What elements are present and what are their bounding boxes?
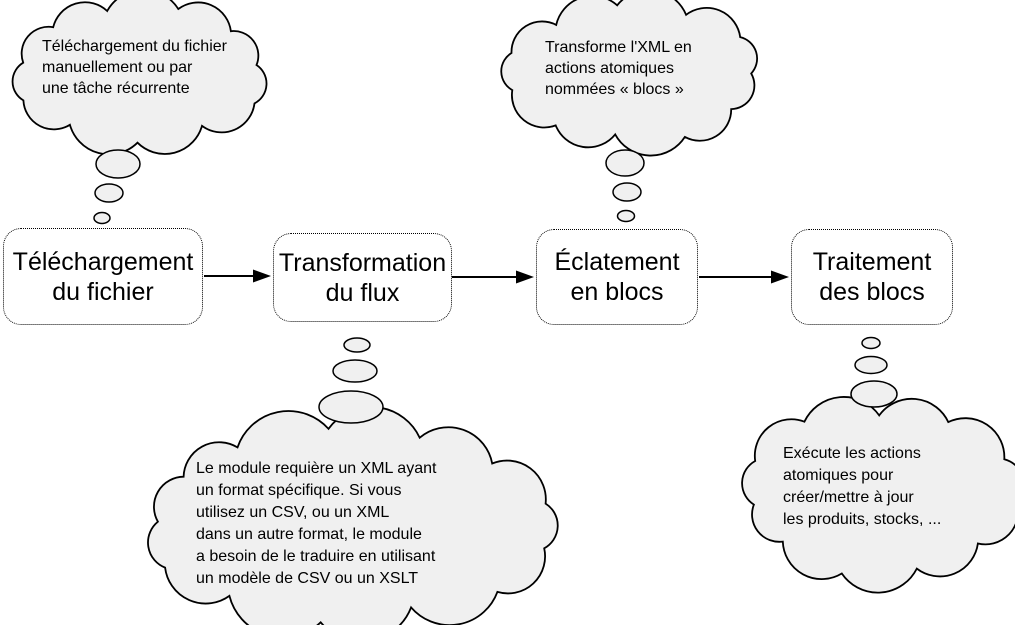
thought-trail-ellipse <box>93 211 111 225</box>
thought-trail-transform <box>605 149 645 223</box>
step-label: Téléchargement du fichier <box>12 247 194 306</box>
arrow-head <box>771 270 789 284</box>
step-label: Traitement des blocs <box>812 248 932 306</box>
cloud-outline <box>11 0 268 156</box>
step-box-traitement-blocs: Traitement des blocs <box>791 229 953 325</box>
thought-text-transform: Transforme l'XML en actions atomiques no… <box>545 39 692 98</box>
thought-trail-ellipse <box>332 359 378 383</box>
step-label: Transformation du flux <box>278 248 447 307</box>
cloud-outline <box>500 0 758 157</box>
thought-trail-ellipse <box>854 355 888 375</box>
step-box-eclatement-blocs: Éclatement en blocs <box>536 229 698 325</box>
thought-trail-ellipse <box>95 149 141 179</box>
thought-text-module-xml: Le module requière un XML ayant un forma… <box>196 460 437 587</box>
thought-trail-ellipse <box>616 209 636 223</box>
step-box-transformation-flux: Transformation du flux <box>273 233 452 322</box>
flow-arrow-1 <box>204 269 271 283</box>
arrow-head <box>253 269 271 283</box>
arrow-head <box>516 270 534 284</box>
thought-trail-ellipse <box>318 390 384 424</box>
thought-cloud-download <box>11 0 268 156</box>
thought-trail-execute <box>850 336 898 408</box>
flow-arrow-2 <box>452 270 534 284</box>
thought-text-download: Téléchargement du fichier manuellement o… <box>42 38 227 97</box>
thought-trail-ellipse <box>850 380 898 408</box>
cloud-outline <box>147 406 559 625</box>
thought-cloud-execute <box>741 396 1015 594</box>
thought-trail-ellipse <box>612 182 642 202</box>
cloud-outline <box>741 396 1015 594</box>
thought-trail-ellipse <box>343 337 371 353</box>
thought-trail-ellipse <box>94 183 124 203</box>
step-label: Éclatement en blocs <box>554 248 680 306</box>
thought-text-execute: Exécute les actions atomiques pour créer… <box>783 445 942 528</box>
thought-trail-ellipse <box>861 336 881 350</box>
thought-cloud-module-xml <box>147 406 559 625</box>
thought-trail-module-xml <box>318 337 384 424</box>
step-box-telechargement-fichier: Téléchargement du fichier <box>3 228 203 325</box>
thought-cloud-transform <box>500 0 758 157</box>
thought-trail-download <box>93 149 141 225</box>
thought-trail-ellipse <box>605 149 645 177</box>
flow-arrow-3 <box>699 270 789 284</box>
